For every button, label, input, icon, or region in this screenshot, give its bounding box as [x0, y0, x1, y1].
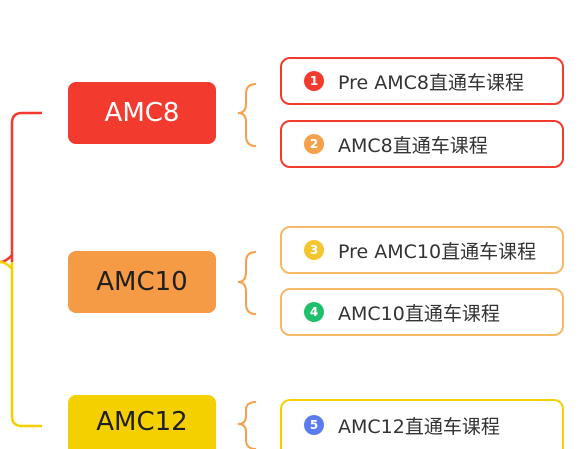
course-label: AMC8直通车课程	[338, 134, 488, 157]
bracket-amc8	[237, 83, 257, 147]
course-label: AMC12直通车课程	[338, 415, 500, 438]
course-number-badge: 4	[304, 302, 324, 322]
spine-mid-curve-lower	[0, 260, 13, 270]
course-number-badge: 5	[304, 415, 324, 435]
course-box-amc8: 2 AMC8直通车课程	[280, 120, 564, 168]
course-label: AMC10直通车课程	[338, 302, 500, 325]
level-box-amc10: AMC10	[68, 251, 216, 313]
spine-lower-line	[10, 262, 42, 428]
course-box-pre-amc8: 1 Pre AMC8直通车课程	[280, 57, 564, 105]
course-box-amc12: 5 AMC12直通车课程	[280, 399, 564, 449]
level-label: AMC12	[96, 407, 188, 437]
level-label: AMC10	[96, 267, 188, 297]
bracket-amc12	[237, 401, 257, 449]
course-number-badge: 1	[304, 71, 324, 91]
level-box-amc8: AMC8	[68, 82, 216, 144]
level-label: AMC8	[104, 98, 180, 128]
bracket-amc10	[237, 251, 257, 315]
course-label: Pre AMC10直通车课程	[338, 240, 537, 263]
level-box-amc12: AMC12	[68, 395, 216, 449]
spine-upper-line	[10, 111, 42, 262]
course-number-badge: 2	[304, 134, 324, 154]
course-box-pre-amc10: 3 Pre AMC10直通车课程	[280, 226, 564, 274]
course-number-badge: 3	[304, 240, 324, 260]
course-label: Pre AMC8直通车课程	[338, 71, 524, 94]
course-box-amc10: 4 AMC10直通车课程	[280, 288, 564, 336]
